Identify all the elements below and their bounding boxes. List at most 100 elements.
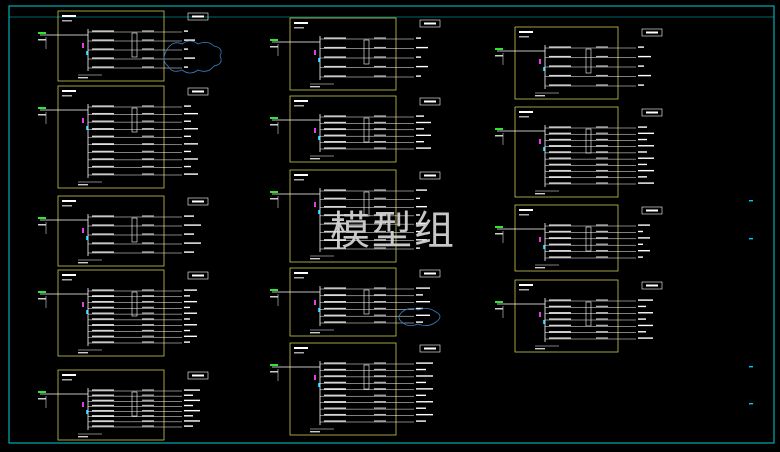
load-description — [184, 173, 198, 175]
breaker-label — [549, 65, 571, 67]
panel-subtitle-mark — [294, 352, 304, 354]
outgoing-circuit — [320, 401, 433, 403]
breaker-label — [92, 289, 114, 291]
outgoing-circuit — [88, 48, 188, 51]
outgoing-circuit — [320, 46, 428, 49]
panel-subtitle-mark — [294, 105, 304, 107]
terminal-block — [131, 291, 138, 317]
load-description — [184, 394, 193, 396]
meter-mark — [539, 237, 541, 242]
load-description — [416, 65, 428, 68]
outgoing-circuit — [545, 169, 654, 172]
distribution-panel — [270, 17, 441, 91]
load-description — [184, 300, 197, 303]
meter-mark-2 — [318, 58, 320, 62]
outgoing-circuit — [88, 389, 200, 392]
feeder-green-tag — [270, 289, 278, 291]
outgoing-circuit — [320, 239, 427, 241]
breaker-label — [549, 243, 571, 245]
cable-spec — [374, 222, 386, 224]
load-description — [638, 250, 650, 252]
earth-label — [535, 267, 545, 269]
panel-subtitle-mark — [519, 214, 529, 216]
cable-spec — [374, 294, 386, 296]
load-description — [638, 305, 646, 308]
load-description — [184, 158, 198, 160]
panel-label-text — [646, 209, 658, 212]
outgoing-circuit — [320, 368, 426, 371]
outgoing-circuit — [320, 197, 420, 200]
cable-spec — [142, 66, 154, 68]
panel-title-mark — [294, 272, 308, 274]
load-description — [184, 57, 195, 59]
load-description — [416, 413, 433, 416]
breaker-label — [324, 314, 346, 316]
sheet-marker — [749, 403, 753, 405]
outgoing-circuit — [88, 335, 197, 338]
cable-spec — [374, 65, 386, 68]
cable-spec — [142, 30, 154, 32]
cable-spec — [142, 143, 154, 145]
outgoing-circuit — [320, 394, 426, 397]
cable-spec — [596, 151, 608, 153]
cable-spec — [596, 324, 608, 326]
meter-mark-2 — [318, 308, 320, 312]
feeder-green-tag — [495, 48, 503, 50]
cable-spec — [142, 120, 154, 122]
cable-spec — [142, 173, 154, 175]
distribution-panel — [38, 10, 209, 82]
cable-spec — [596, 256, 608, 258]
breaker-label — [92, 120, 114, 122]
outgoing-circuit — [320, 230, 420, 233]
cable-spec — [142, 324, 154, 326]
cable-spec — [596, 169, 608, 172]
distribution-panel — [495, 279, 663, 353]
panel-label-text — [192, 274, 204, 277]
cable-spec — [142, 425, 154, 427]
load-description — [416, 381, 426, 384]
outgoing-circuit — [545, 312, 653, 314]
breaker-label — [92, 415, 114, 417]
load-description — [184, 66, 188, 68]
cable-spec — [596, 55, 608, 58]
cable-spec — [596, 237, 608, 239]
terminal-block — [131, 391, 138, 417]
breaker-label — [324, 134, 346, 136]
load-description — [184, 143, 198, 145]
breaker-label — [92, 242, 114, 244]
breaker-label — [324, 362, 346, 364]
outgoing-circuit — [320, 205, 427, 208]
load-description — [184, 135, 191, 138]
breaker-label — [324, 230, 346, 233]
feeder-label — [38, 224, 46, 226]
outgoing-circuit — [320, 115, 424, 118]
terminal-block — [363, 289, 370, 315]
feeder-green-tag — [38, 291, 46, 293]
load-description — [184, 415, 193, 417]
earth-label — [535, 348, 545, 350]
outgoing-circuit — [320, 128, 424, 131]
cable-spec — [374, 381, 386, 383]
outgoing-circuit — [88, 306, 190, 309]
cable-spec — [374, 301, 386, 303]
breaker-label — [92, 420, 114, 422]
outgoing-circuit — [545, 337, 653, 340]
load-description — [416, 314, 430, 316]
outgoing-circuit — [88, 224, 201, 227]
breaker-label — [324, 46, 346, 49]
load-description — [638, 145, 654, 147]
breaker-label — [549, 55, 571, 58]
load-description — [638, 230, 643, 233]
load-description — [184, 39, 195, 41]
cable-spec — [142, 251, 154, 253]
panel-border — [57, 195, 165, 267]
feeder-green-tag — [38, 32, 46, 34]
distribution-panel — [38, 369, 209, 441]
outgoing-circuit — [545, 145, 654, 147]
panel-label-box — [641, 28, 663, 37]
meter-mark — [539, 139, 541, 144]
cable-spec — [596, 305, 608, 307]
earth-label — [78, 262, 88, 264]
distribution-panel — [270, 169, 441, 263]
panel-subtitle-mark — [294, 179, 304, 181]
